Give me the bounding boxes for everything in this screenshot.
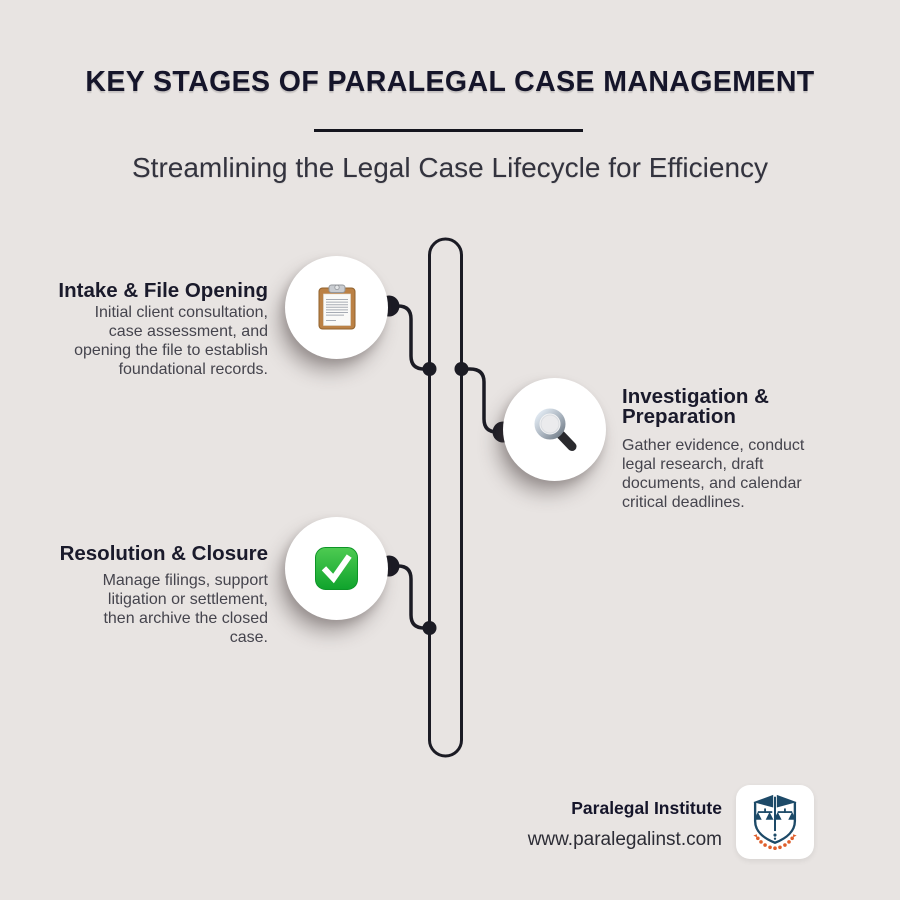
brand-name: Paralegal Institute (571, 798, 722, 818)
stage-title: Resolution & Closure (28, 542, 268, 566)
connector-stage-2 (459, 367, 505, 434)
check-mark-icon (315, 547, 358, 590)
brand-logo (736, 785, 814, 859)
stage-icon-circle (285, 256, 388, 359)
stage-description: Gather evidence, conduct legal research,… (622, 436, 854, 512)
stage-description-line: foundational records. (118, 361, 268, 378)
website-url: www.paralegalinst.com (527, 829, 722, 850)
connector-stage-3 (387, 564, 432, 630)
stage-description: Manage filings, support litigation or se… (28, 571, 268, 647)
stage-description-line: opening the file to establish (74, 342, 268, 359)
stage-title: Investigation & Preparation (622, 385, 854, 428)
stage-title: Intake & File Opening (28, 279, 268, 303)
dot-stage-3-small (422, 621, 437, 635)
stage-resolution-closure: Resolution & Closure Manage filings, sup… (28, 542, 268, 647)
laurel-wreath (753, 834, 797, 850)
clipboard-icon (318, 284, 355, 329)
footer: Paralegal Institute www.paralegalinst.co… (528, 798, 722, 851)
timeline-dots (378, 295, 514, 635)
stage-title-line: Intake & File Opening (58, 279, 268, 302)
stage-description-line: litigation or settlement, (107, 591, 268, 608)
stage-description-line: case assessment, and (108, 323, 268, 340)
dot-stage-2-small (454, 362, 469, 376)
stage-description: Initial client consultation, case assess… (28, 303, 268, 379)
connector-stage-1 (387, 304, 432, 371)
stage-title-line: Resolution & Closure (59, 542, 268, 565)
stage-description-line: critical deadlines. (622, 494, 745, 511)
scales-of-justice-shield-icon (753, 794, 797, 850)
stage-description-line: then archive the closed (103, 610, 268, 627)
stage-description-line: Gather evidence, conduct (622, 437, 805, 454)
left-scale (753, 808, 774, 820)
stage-title-line: Investigation & (622, 385, 769, 408)
dot-stage-1-small (422, 362, 437, 376)
stage-description-line: Initial client consultation, (94, 304, 268, 321)
stage-investigation-preparation: Investigation & Preparation Gather evide… (622, 385, 854, 512)
right-scale (773, 808, 797, 820)
magnifying-glass-icon (534, 408, 576, 451)
page-title: KEY STAGES OF PARALEGAL CASE MANAGEMENT (85, 66, 815, 98)
stage-description-line: case. (229, 629, 268, 646)
stage-icon-circle (285, 517, 388, 620)
title-divider (314, 129, 583, 132)
stage-icon-circle (503, 378, 606, 481)
timeline-capsule (428, 237, 463, 758)
stage-title-line: Preparation (622, 405, 736, 428)
stage-description-line: documents, and calendar (622, 475, 802, 492)
stage-description-line: legal research, draft (622, 456, 764, 473)
page-subtitle: Streamlining the Legal Case Lifecycle fo… (131, 152, 769, 183)
stage-intake-file-opening: Intake & File Opening Initial client con… (28, 279, 268, 379)
stage-description-line: Manage filings, support (102, 572, 268, 589)
